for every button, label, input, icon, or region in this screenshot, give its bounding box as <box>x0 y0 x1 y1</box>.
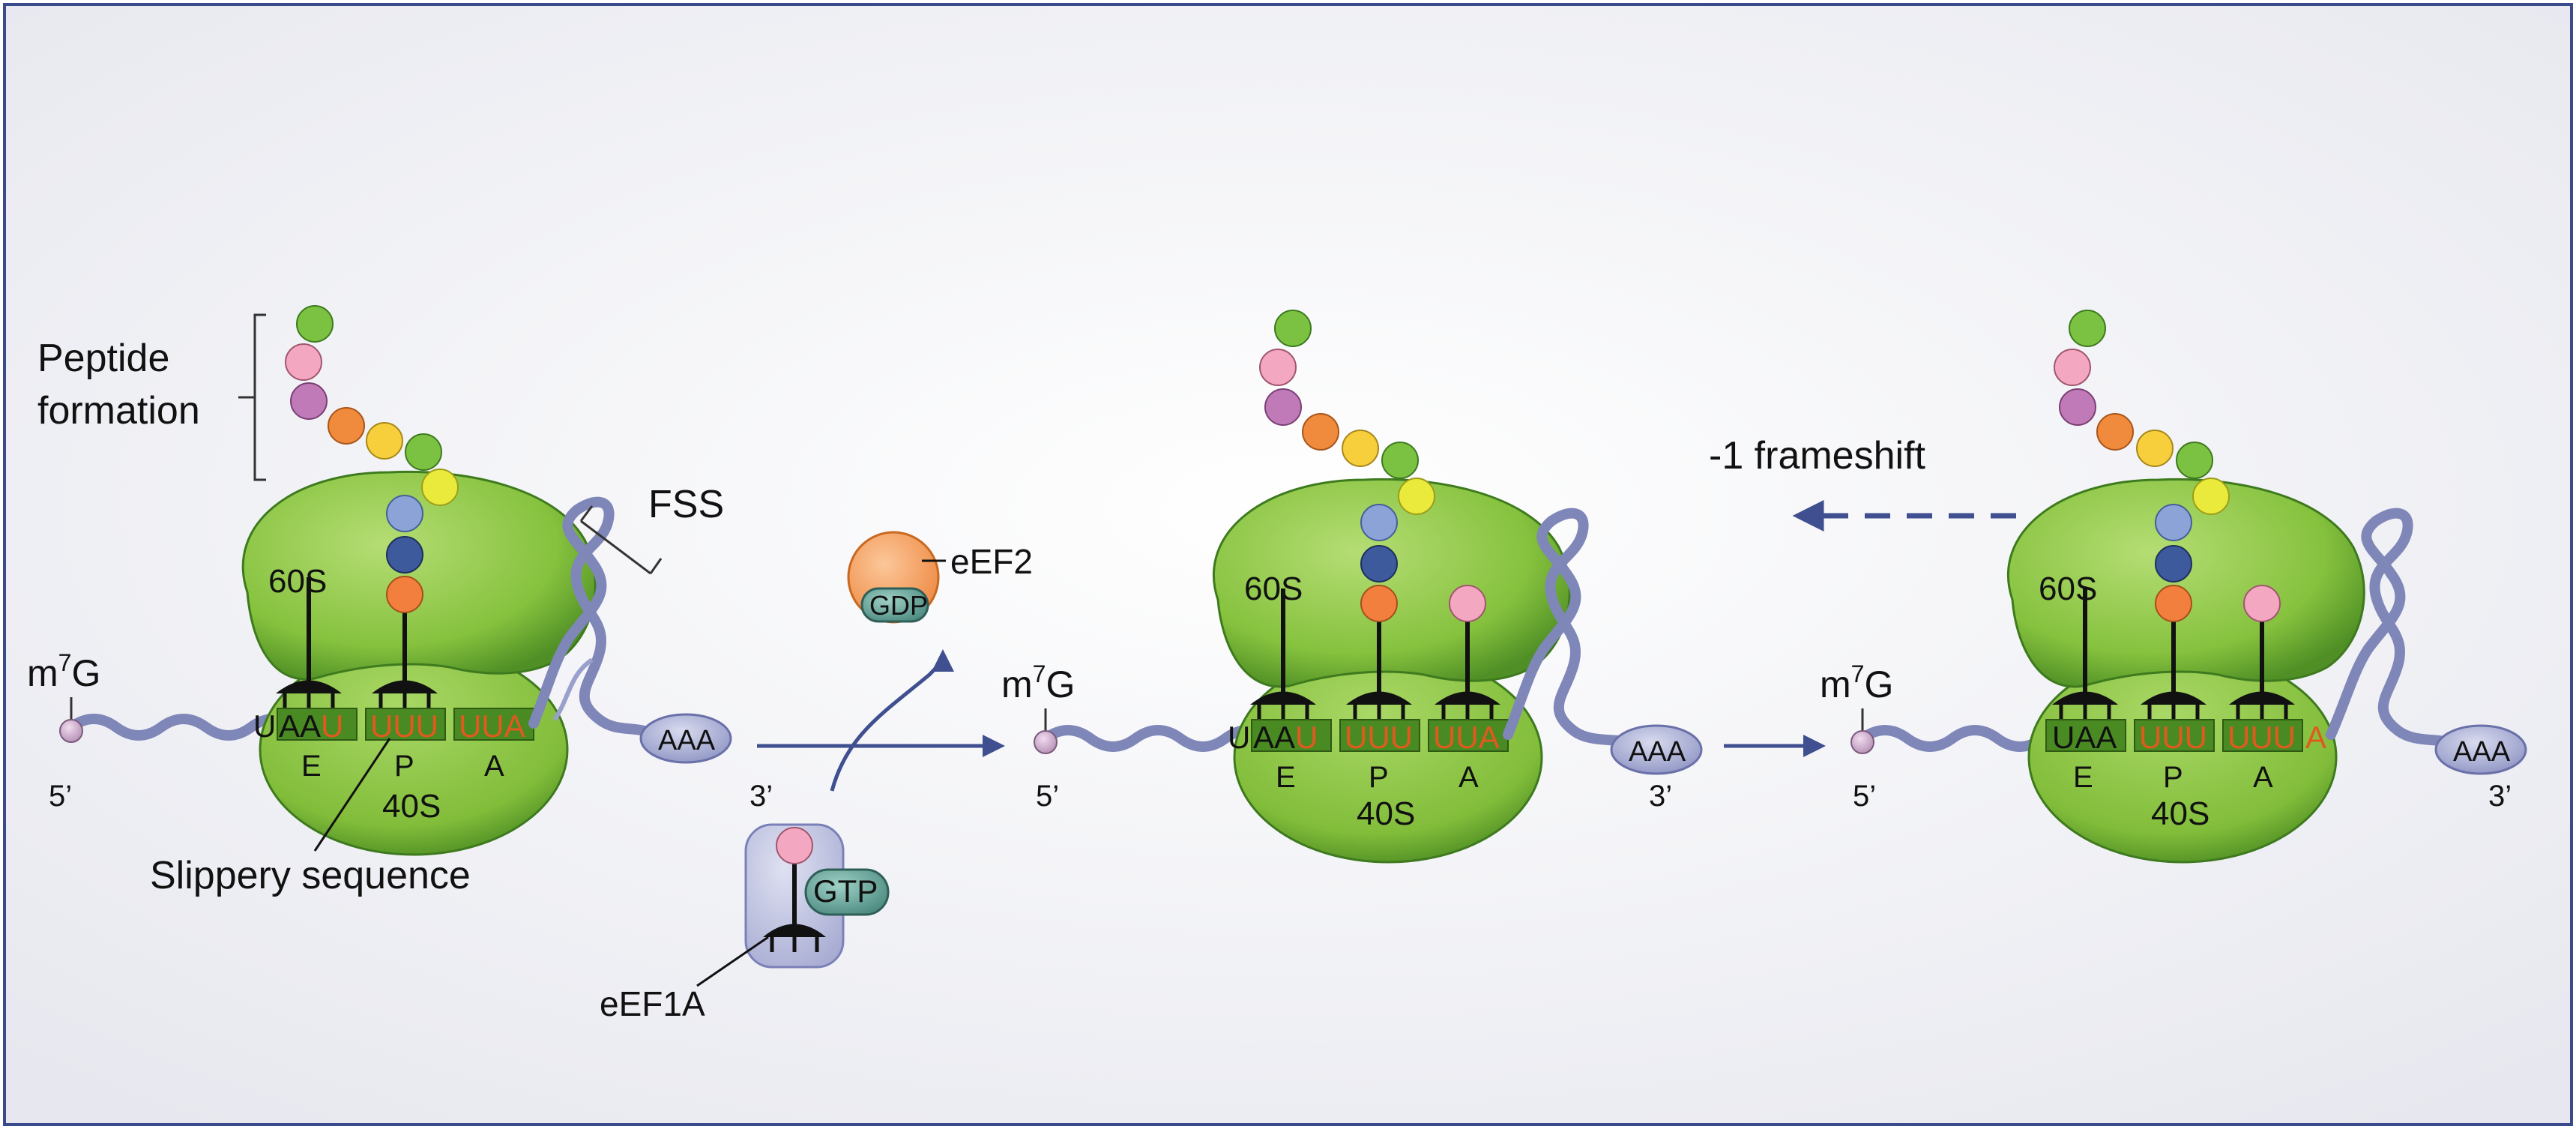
panel-2: m7G 5’ 60S 40S <box>1001 310 1826 864</box>
site-p-label-3: P <box>2163 761 2183 794</box>
five-prime-label: 5’ <box>49 780 72 813</box>
codon-prefix: U <box>253 708 276 744</box>
poly-a-label: AAA <box>658 725 716 756</box>
codon-p-3: UUU <box>2139 720 2207 755</box>
peptide-chain-2 <box>1259 310 1435 622</box>
eef1a-pointer <box>696 936 769 987</box>
poly-a-label-3: AAA <box>2453 736 2511 768</box>
fss-bracket <box>580 520 651 575</box>
gtp-label: GTP <box>813 873 878 909</box>
site-a-label: A <box>484 750 504 783</box>
site-a-label-2: A <box>1459 761 1479 794</box>
codon-p-2: UUU <box>1345 720 1413 755</box>
trna-p-site-3 <box>2141 611 2207 720</box>
peptide-formation-label-2: formation <box>37 389 200 433</box>
panel-3: m7G 5’ 60S 40S <box>1709 310 2527 864</box>
m7g-cap-2 <box>1034 730 1058 754</box>
site-a-label-3: A <box>2253 761 2273 794</box>
gtp-badge <box>804 868 890 916</box>
codon-prefix-2: U <box>1228 720 1250 755</box>
codon-a: UUA <box>459 708 525 744</box>
trna-a-site-2 <box>1435 585 1500 720</box>
minus1-frameshift-label: -1 frameshift <box>1709 434 1926 478</box>
frameshift-stimulatory-structure-2 <box>1503 508 1635 747</box>
small-subunit-label: 40S <box>382 788 441 825</box>
mrna-strand-left <box>66 714 301 741</box>
incoming-amino-acid-2 <box>1449 585 1486 622</box>
incoming-amino-acid-3 <box>2243 585 2281 622</box>
poly-a-label-2: AAA <box>1629 736 1686 768</box>
eef2-release-arrow <box>830 649 954 792</box>
m7g-label-3: m7G <box>1820 660 1893 705</box>
eef1a-trna-anticodon <box>763 924 826 937</box>
codon-e: AAU <box>279 708 343 744</box>
slippery-sequence-label: Slippery sequence <box>150 854 471 897</box>
frameshift-stimulatory-structure <box>528 496 650 736</box>
slippery-pointer <box>313 738 391 852</box>
poly-a-tail-3 <box>2434 724 2527 775</box>
large-subunit-label-2: 60S <box>1244 570 1303 607</box>
large-subunit-label: 60S <box>268 563 327 600</box>
site-e-label: E <box>301 750 322 783</box>
three-prime-label-3: 3’ <box>2488 780 2512 813</box>
site-e-label-3: E <box>2073 761 2093 794</box>
diagram-content: m7G 5’ 60S 40S <box>27 305 2527 1023</box>
eef2-label: eEF2 <box>950 542 1033 581</box>
m7g-label-2: m7G <box>1001 660 1075 705</box>
codon-e-2: AAU <box>1253 720 1318 755</box>
peptide-chain-3 <box>2054 310 2230 622</box>
codon-a-2: UUA <box>1433 720 1500 755</box>
trna-e-site-3 <box>2052 588 2118 720</box>
eef1a-amino-acid <box>776 827 813 864</box>
m7g-cap <box>59 719 83 743</box>
three-prime-label-2: 3’ <box>1649 780 1672 813</box>
frameshift-stimulatory-structure-3 <box>2326 508 2452 747</box>
site-e-label-2: E <box>1276 761 1296 794</box>
trna-e-site-2 <box>1250 588 1316 720</box>
site-p-label-2: P <box>1369 761 1389 794</box>
m7g-label: m7G <box>27 649 100 694</box>
gdp-badge <box>860 587 929 623</box>
trna-p-site <box>372 603 438 708</box>
fss-bracket-end-bottom <box>649 558 663 574</box>
elongation-factors: GDP eEF2 3’ GTP eEF1A <box>600 531 1033 1023</box>
codon-track: U AAU UUU UUA E P A <box>253 708 534 783</box>
small-subunit-label-3: 40S <box>2151 795 2209 832</box>
codon-track-3: UAA UUU UUU A E P A <box>2045 719 2326 794</box>
codon-p: UUU <box>370 708 438 744</box>
fss-bracket-end-top <box>579 505 594 522</box>
large-subunit-60s-2 <box>1213 478 1571 688</box>
trna-e-site <box>276 577 342 708</box>
panel-1: m7G 5’ 60S 40S <box>27 305 732 897</box>
trna-a-site-3 <box>2229 585 2295 720</box>
mrna-strand-left-2 <box>1040 725 1276 752</box>
codon-track-2: U AAU UUU UUA E P A <box>1228 719 1509 794</box>
large-subunit-label-3: 60S <box>2039 570 2097 607</box>
eef1a-label: eEF1A <box>600 984 705 1023</box>
site-p-label: P <box>394 750 414 783</box>
five-prime-label-3: 5’ <box>1853 780 1876 813</box>
large-subunit-60s <box>241 470 597 681</box>
poly-a-tail-2 <box>1610 724 1703 775</box>
poly-a-tail <box>639 713 732 764</box>
codon-a-3: UUU <box>2227 720 2296 755</box>
small-subunit-label-2: 40S <box>1357 795 1415 832</box>
trna-p-site-2 <box>1346 611 1412 720</box>
codon-e-3: UAA <box>2052 720 2117 755</box>
fss-label: FSS <box>648 483 724 526</box>
three-prime-mid-label: 3’ <box>749 780 773 813</box>
m7g-cap-3 <box>1850 730 1874 754</box>
codon-trailing-3: A <box>2305 720 2326 755</box>
gdp-label: GDP <box>869 590 928 621</box>
peptide-chain <box>285 305 459 613</box>
five-prime-label-2: 5’ <box>1036 780 1059 813</box>
peptide-formation-label-1: Peptide <box>37 337 169 380</box>
